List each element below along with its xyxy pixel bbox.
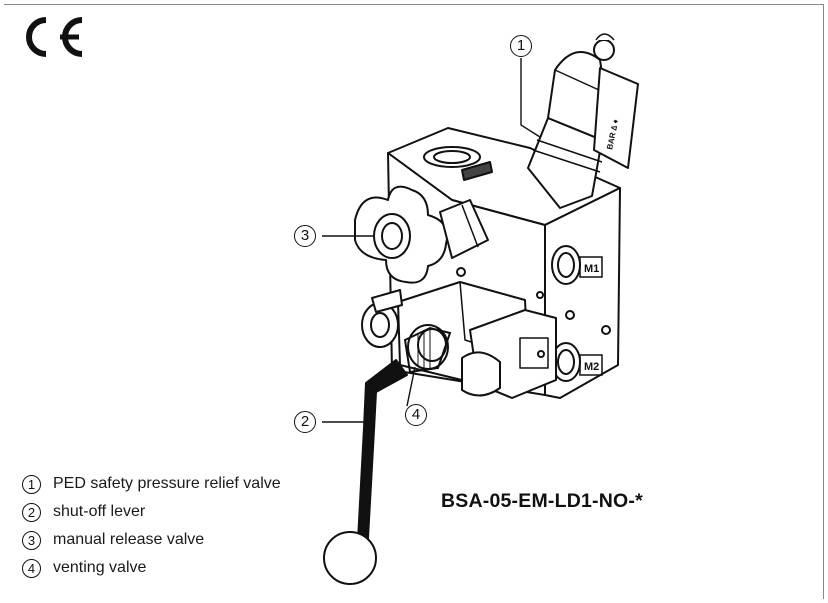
callout-3: 3 [294, 225, 316, 247]
legend-item: 1 PED safety pressure relief valve [22, 470, 281, 498]
relief-valve-tag [593, 67, 639, 169]
legend-item: 4 venting valve [22, 554, 281, 582]
callout-2: 2 [294, 411, 316, 433]
page-frame [4, 4, 824, 599]
leader-1 [520, 58, 541, 138]
lever-ball [323, 531, 377, 585]
legend-text: shut-off lever [53, 503, 146, 520]
ce-mark-icon [26, 17, 83, 57]
legend-number: 1 [22, 474, 41, 494]
legend-number: 3 [22, 530, 41, 550]
shut-off-lever [357, 359, 408, 541]
m1-label: M1 [584, 263, 599, 275]
legend: 1 PED safety pressure relief valve 2 shu… [22, 470, 281, 582]
model-code: BSA-05-EM-LD1-NO-* [441, 490, 643, 512]
m2-label: M2 [584, 361, 599, 373]
legend-text: PED safety pressure relief valve [53, 475, 281, 492]
legend-item: 2 shut-off lever [22, 498, 281, 526]
cable-gland [461, 351, 501, 397]
legend-text: manual release valve [53, 531, 205, 548]
leader-4 [406, 366, 416, 407]
callout-4: 4 [405, 404, 427, 426]
callout-1: 1 [510, 35, 532, 57]
relief-valve-body [527, 117, 603, 209]
legend-text: venting valve [53, 559, 147, 576]
legend-item: 3 manual release valve [22, 526, 281, 554]
legend-number: 2 [22, 502, 41, 522]
legend-number: 4 [22, 558, 41, 578]
